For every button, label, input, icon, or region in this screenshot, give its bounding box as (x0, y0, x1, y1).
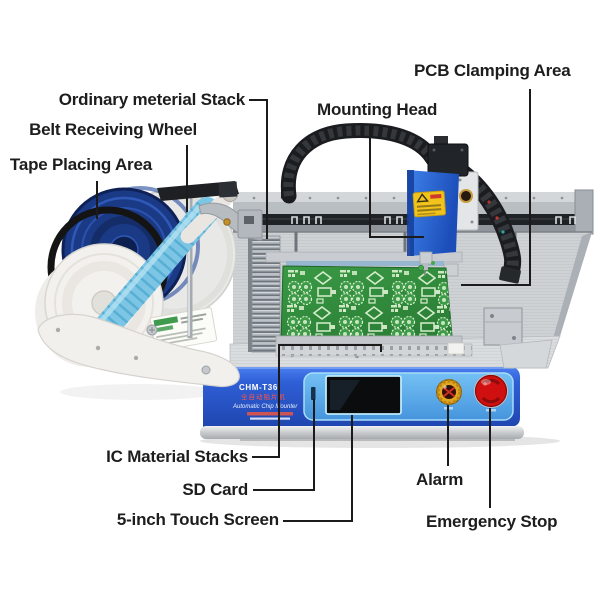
leader-pcb-clamping-area (461, 89, 531, 286)
cable-chain-arch (280, 123, 449, 204)
label-emergency-stop: Emergency Stop (426, 512, 558, 531)
label-touch-screen: 5-inch Touch Screen (116, 510, 279, 529)
pcb-clamp-rail-bottom (275, 335, 463, 345)
panel-subtitle-text: Automatic Chip Mounter (232, 404, 298, 410)
label-pcb-clamping-area: PCB Clamping Area (414, 61, 571, 80)
right-corner-assembly (483, 307, 553, 369)
panel-model-cn-text: 全自动贴片机 (241, 392, 286, 401)
touch-screen (325, 375, 402, 415)
mounting-head (407, 136, 479, 276)
alarm-lamp (436, 379, 462, 410)
base-lip (200, 426, 524, 439)
label-ic-material-stacks: IC Material Stacks (106, 447, 248, 466)
tape-placing-bracket (37, 313, 240, 388)
label-tape-placing-area: Tape Placing Area (9, 155, 152, 174)
leader-ic-material-stacks (252, 344, 382, 458)
label-mounting-head: Mounting Head (317, 100, 438, 119)
label-alarm: Alarm (416, 470, 464, 489)
reel-assembly (35, 181, 263, 388)
leader-ordinary-material-stack (249, 99, 268, 239)
leader-sd-card (253, 399, 315, 491)
label-belt-receiving-wheel: Belt Receiving Wheel (29, 120, 197, 139)
panel-company-line (247, 412, 293, 416)
panel-website-line (250, 417, 290, 420)
camera-lens (459, 189, 473, 203)
nozzle (417, 251, 435, 276)
sd-card-slot (311, 387, 316, 400)
pcb-area (265, 251, 473, 357)
front-panel: CHM-T36 全自动贴片机 Automatic Chip Mounter (200, 367, 524, 441)
emergency-stop-button (474, 374, 508, 412)
panel-model-text: CHM-T36 (239, 383, 278, 392)
belt-receiving-wheel (157, 181, 239, 244)
leader-touch-screen (283, 415, 353, 522)
label-sd-card: SD Card (182, 480, 248, 499)
label-ordinary-material-stack: Ordinary meterial Stack (58, 90, 245, 109)
leader-mounting-head (369, 126, 424, 238)
left-arm (198, 202, 263, 241)
caution-sticker (412, 190, 446, 218)
leader-lines (96, 89, 531, 522)
